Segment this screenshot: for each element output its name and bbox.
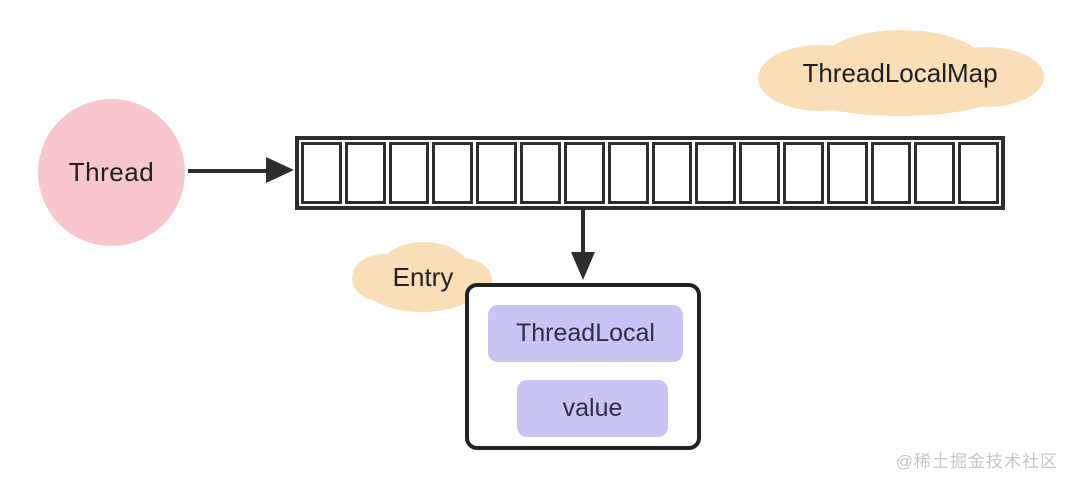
array-cell: [914, 142, 956, 204]
array-cell: [958, 142, 999, 204]
array-cell: [870, 142, 912, 204]
array-cell: [388, 142, 430, 204]
array-to-entry-arrow-line: [581, 210, 585, 254]
array-cell: [301, 142, 342, 204]
array-cell: [563, 142, 605, 204]
array-cell: [739, 142, 780, 204]
array-to-entry-arrowhead-icon: [571, 252, 595, 280]
entry-field-threadlocal: ThreadLocal: [488, 305, 683, 362]
array-cell: [476, 142, 518, 204]
array-cell: [782, 142, 824, 204]
thread-to-array-arrow-line: [188, 169, 270, 173]
threadlocalmap-array: [295, 136, 1005, 210]
array-cell: [520, 142, 561, 204]
entry-box: ThreadLocal value: [465, 283, 701, 450]
array-cell: [432, 142, 474, 204]
thread-label: Thread: [68, 157, 155, 187]
watermark: @稀土掘金技术社区: [895, 452, 1058, 471]
array-cell: [826, 142, 868, 204]
array-cell: [344, 142, 386, 204]
array-cell: [651, 142, 693, 204]
entry-field-value: value: [517, 380, 668, 437]
thread-node: Thread: [38, 99, 185, 246]
cloud-shape-icon: [758, 30, 1044, 116]
thread-to-array-arrowhead-icon: [266, 157, 294, 183]
threadlocalmap-cloud: ThreadLocalMap: [750, 22, 1050, 124]
threadlocalmap-label: ThreadLocalMap: [802, 57, 998, 88]
entry-cloud: Entry: [348, 234, 498, 320]
array-cell: [695, 142, 737, 204]
entry-label: Entry: [392, 261, 454, 292]
cloud-shape-icon: [352, 242, 492, 312]
array-cell: [607, 142, 649, 204]
